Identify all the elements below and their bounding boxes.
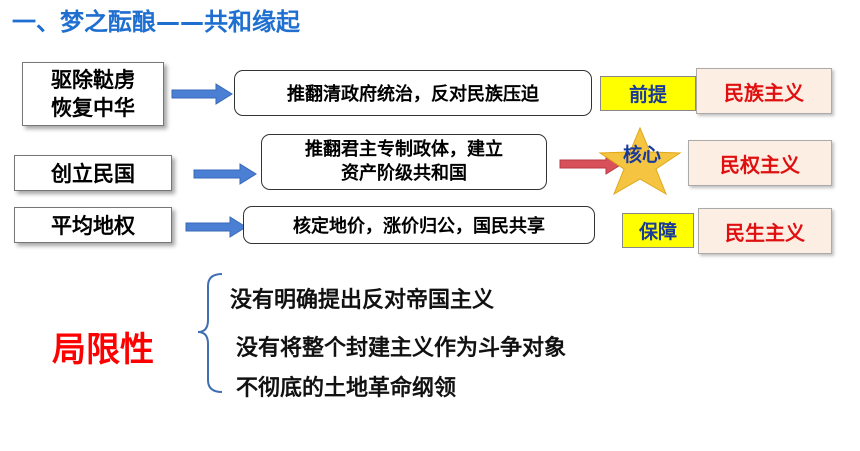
arrow-right-icon — [559, 153, 623, 175]
principle-nationalism: 民族主义 — [696, 68, 832, 114]
slogan-box-3: 平均地权 — [14, 207, 172, 243]
content-box-1: 推翻清政府统治，反对民族压迫 — [234, 70, 592, 116]
tag-premise: 前提 — [600, 76, 696, 111]
tag-core: 核心 — [622, 144, 661, 166]
principle-democracy: 民权主义 — [688, 140, 832, 186]
star-icon — [598, 126, 682, 196]
limitation-item-3: 不彻底的土地革命纲领 — [236, 376, 457, 401]
arrow-right-icon — [193, 163, 257, 185]
slogan-box-1: 驱除鞑虏 恢复中华 — [22, 62, 164, 126]
content-box-2: 推翻君主专制政体，建立 资产阶级共和国 — [261, 134, 547, 190]
arrow-right-icon — [171, 83, 233, 105]
content-box-3: 核定地价，涨价归公，国民共享 — [243, 206, 595, 244]
principle-livelihood: 民生主义 — [698, 208, 832, 254]
arrow-right-icon — [185, 216, 247, 238]
brace-icon — [197, 273, 223, 393]
slogan-box-2: 创立民国 — [14, 155, 172, 191]
limitation-item-1: 没有明确提出反对帝国主义 — [230, 288, 495, 313]
limitation-item-2: 没有将整个封建主义作为斗争对象 — [236, 336, 567, 361]
limitation-label: 局限性 — [52, 330, 154, 370]
page-title: 一、梦之酝酿——共和缘起 — [12, 8, 300, 36]
tag-guarantee: 保障 — [622, 213, 694, 248]
